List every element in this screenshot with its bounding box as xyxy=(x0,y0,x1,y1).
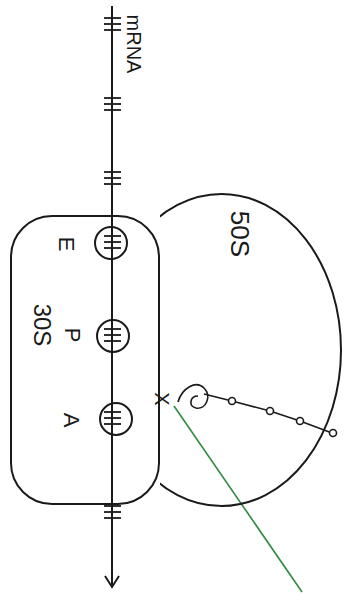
site-label: E xyxy=(55,237,77,252)
codon-tick xyxy=(104,97,121,99)
codon-tick xyxy=(104,23,121,25)
codon-tick xyxy=(104,103,121,105)
codon-tick xyxy=(104,235,121,237)
peptide-chain xyxy=(204,394,332,433)
amino-acid xyxy=(330,430,337,437)
site-label: P xyxy=(61,328,83,343)
amino-acid xyxy=(229,398,236,405)
codon-tick xyxy=(104,340,121,342)
codon-tick xyxy=(104,505,121,507)
amino-acid xyxy=(297,418,304,425)
mrna-strand xyxy=(111,6,113,585)
codon-tick xyxy=(104,109,121,111)
trna-loop xyxy=(178,385,208,408)
codon-tick xyxy=(104,183,121,185)
strand-label: mRNA xyxy=(124,15,144,74)
trna-chain xyxy=(178,385,337,437)
codon-tick xyxy=(104,511,121,513)
codon-tick xyxy=(104,517,121,519)
leader-line xyxy=(174,406,302,592)
codon-tick xyxy=(104,328,121,330)
codon-tick xyxy=(104,411,121,413)
amino-acid xyxy=(267,408,274,415)
codon-tick xyxy=(104,177,121,179)
codon-tick xyxy=(104,171,121,173)
site-label: A xyxy=(60,413,82,428)
small-subunit: 30S E P A xyxy=(10,215,160,505)
p-site: P xyxy=(96,319,130,353)
bond-mark: X xyxy=(152,392,172,405)
subunit-label: 50S xyxy=(227,211,253,257)
e-site: E xyxy=(94,226,128,260)
codon-tick xyxy=(104,423,121,425)
codon-tick xyxy=(104,417,121,419)
mrna-arrowhead xyxy=(105,576,119,587)
subunit-label: 30S xyxy=(30,304,54,347)
a-site: A xyxy=(99,402,133,436)
ellipse-outline xyxy=(102,194,341,506)
codon-ticks xyxy=(104,18,121,518)
codon-tick xyxy=(104,29,121,31)
subunit-outline xyxy=(100,192,343,508)
codon-tick xyxy=(104,17,121,19)
large-subunit: 50S xyxy=(100,192,343,508)
codon-tick xyxy=(104,247,121,249)
codon-tick xyxy=(104,334,121,336)
codon-tick xyxy=(104,241,121,243)
